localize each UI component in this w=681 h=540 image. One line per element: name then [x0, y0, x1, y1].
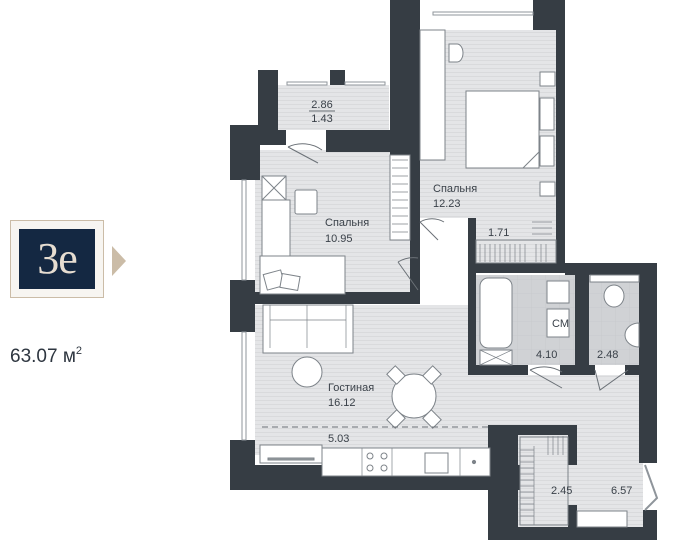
- windows: [241, 11, 534, 441]
- wardrobe-cabinet: [419, 29, 446, 161]
- pillow: [539, 135, 555, 167]
- walls: [230, 0, 657, 540]
- wall: [255, 292, 415, 304]
- wall: [326, 130, 410, 152]
- wall: [568, 505, 577, 530]
- sofa: [262, 304, 354, 354]
- room-labels: 2.86 1.43 Спальня 10.95 Спальня 12.23 1.…: [309, 99, 632, 497]
- bedroom-2-label: Спальня: [433, 183, 477, 195]
- dining-chair: [422, 365, 442, 385]
- wall: [575, 265, 589, 365]
- wall: [468, 263, 575, 273]
- balcony-area-reduced: 1.43: [311, 113, 332, 125]
- wall: [568, 425, 577, 465]
- dining-chair: [386, 409, 406, 429]
- double-bed: [465, 90, 540, 169]
- door-swing: [397, 257, 419, 291]
- bedroom-1-area: 10.95: [325, 233, 353, 245]
- wall: [410, 220, 420, 304]
- entrance-door: [644, 464, 659, 511]
- wall: [488, 425, 518, 540]
- window: [241, 179, 247, 281]
- wardrobe-2-shelves: [519, 436, 569, 526]
- wall: [468, 218, 476, 368]
- doors: [287, 143, 659, 511]
- window: [286, 81, 328, 86]
- washing-machine: [546, 308, 570, 338]
- wall: [230, 280, 255, 332]
- wall: [468, 365, 528, 375]
- wall: [639, 263, 657, 463]
- layout-code: 3е: [37, 234, 78, 283]
- nightstand: [539, 181, 556, 197]
- sink: [546, 280, 570, 304]
- dining-chair: [422, 409, 442, 429]
- bedroom-2-window-recess: [418, 16, 542, 30]
- door-swing: [419, 218, 445, 241]
- arrow-right-icon: [112, 246, 126, 276]
- dining-table: [391, 373, 437, 419]
- balcony-area-full: 2.86: [311, 99, 332, 111]
- toilet-area: 2.48: [597, 349, 618, 361]
- wall: [560, 365, 595, 375]
- wardrobe-1-area: 1.71: [488, 227, 509, 239]
- wall: [410, 155, 420, 220]
- wall: [510, 425, 577, 435]
- balcony-floor: [277, 85, 389, 130]
- bathroom-area: 4.10: [536, 349, 557, 361]
- bedroom-2-area: 12.23: [433, 198, 461, 210]
- window: [432, 11, 534, 16]
- pillow: [279, 272, 301, 292]
- washing-machine-label: СМ: [552, 318, 569, 330]
- coffee-table: [291, 356, 323, 388]
- burner: [380, 452, 388, 460]
- pillow: [539, 97, 555, 131]
- wall: [556, 0, 565, 265]
- wall: [625, 365, 645, 375]
- bathtub: [479, 277, 513, 349]
- layout-badge-inner: 3е: [19, 229, 95, 289]
- armchair: [448, 43, 464, 63]
- layout-badge: 3е: [10, 220, 104, 298]
- wall: [258, 70, 278, 145]
- burner: [366, 464, 374, 472]
- total-area-unit-sup: 2: [75, 345, 83, 357]
- chair: [294, 189, 318, 215]
- window: [241, 331, 247, 441]
- wall: [330, 70, 345, 85]
- shelving: [475, 239, 557, 264]
- total-area-value: 63.07: [10, 346, 58, 367]
- bedroom-1-label: Спальня: [325, 217, 369, 229]
- shoe-cabinet: [576, 510, 628, 528]
- desk: [261, 199, 291, 258]
- living-label: Гостиная: [328, 382, 374, 394]
- wall: [643, 510, 657, 540]
- hood-icon: [471, 459, 477, 465]
- door-swing: [594, 369, 629, 391]
- total-area: 63.07 м2: [10, 345, 82, 368]
- toilet: [603, 284, 625, 308]
- dining-chair: [386, 365, 406, 385]
- nightstand: [539, 71, 556, 87]
- tv: [267, 457, 315, 461]
- window: [344, 81, 386, 86]
- toilet-tank-shelf: [589, 274, 640, 283]
- burner: [366, 452, 374, 460]
- bed-fold: [521, 150, 540, 169]
- kitchen-area: 5.03: [328, 433, 349, 445]
- kitchen-sink: [424, 452, 449, 474]
- wall: [230, 125, 260, 180]
- wall: [510, 527, 657, 540]
- total-area-unit: м: [62, 346, 76, 367]
- wall: [258, 130, 286, 145]
- furniture: [259, 29, 640, 528]
- wardrobe-2-area: 2.45: [551, 485, 572, 497]
- burner: [380, 464, 388, 472]
- kitchen-counter: [321, 447, 491, 477]
- toilet-sink: [624, 322, 640, 348]
- hallway-area: 6.57: [611, 485, 632, 497]
- door-swing: [529, 366, 563, 389]
- living-area: 16.12: [328, 397, 356, 409]
- door-swing: [287, 143, 323, 164]
